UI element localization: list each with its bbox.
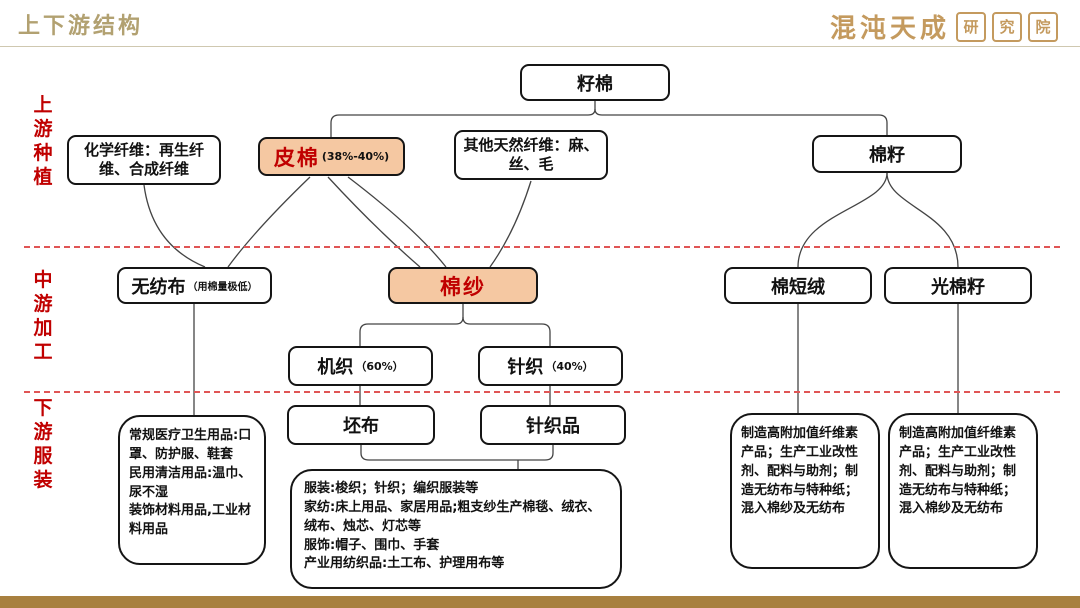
node-knitted: 针织 （40%） bbox=[478, 346, 623, 386]
node-cotton-linter: 棉短绒 bbox=[724, 267, 872, 304]
node-woven-label: 机织 bbox=[317, 357, 354, 378]
node-grey-fabric-label: 坯布 bbox=[343, 416, 379, 437]
node-delinted-seed: 光棉籽 bbox=[884, 267, 1032, 304]
node-nonwoven-note: （用棉量极低） bbox=[187, 282, 258, 293]
node-cotton-yarn: 棉纱 bbox=[388, 267, 538, 304]
node-lint-cotton-share: (38%-40%) bbox=[321, 150, 390, 163]
header-divider bbox=[0, 46, 1080, 47]
divider-midstream-downstream bbox=[24, 391, 1060, 393]
page-title: 上下游结构 bbox=[18, 14, 144, 39]
node-nonwoven: 无纺布 （用棉量极低） bbox=[117, 267, 272, 304]
node-woven: 机织 （60%） bbox=[288, 346, 433, 386]
node-cotton-seed-label: 棉籽 bbox=[869, 145, 905, 166]
node-chemical-fiber: 化学纤维：再生纤维、合成纤维 bbox=[67, 135, 221, 185]
footer-bar bbox=[0, 596, 1080, 608]
node-knitted-label: 针织 bbox=[507, 357, 544, 378]
node-delinted-seed-label: 光棉籽 bbox=[931, 276, 985, 298]
box-seed-products: 制造高附加值纤维素产品；生产工业改性剂、配料与助剂；制造无纺布与特种纸；混入棉纱… bbox=[888, 413, 1038, 569]
node-knitted-share: （40%） bbox=[545, 360, 594, 373]
stage-label-downstream: 下游服装 bbox=[33, 397, 53, 491]
logo-seal-char-2: 究 bbox=[992, 11, 1022, 42]
node-other-natural-fiber: 其他天然纤维：麻、丝、毛 bbox=[454, 130, 608, 180]
box-nonwoven-products: 常规医疗卫生用品:口罩、防护服、鞋套 民用清洁用品:温巾、尿不湿 装饰材料用品,… bbox=[118, 415, 266, 565]
node-lint-cotton-label: 皮棉 bbox=[273, 145, 320, 170]
divider-upstream-midstream bbox=[24, 246, 1060, 248]
box-fabric-products: 服装:梭织；针织；编织服装等 家纺:床上用品、家居用品;粗支纱生产棉毯、绒衣、绒… bbox=[290, 469, 622, 589]
node-other-natural-fiber-label: 其他天然纤维：麻、丝、毛 bbox=[463, 136, 599, 173]
node-nonwoven-label: 无纺布 bbox=[131, 276, 186, 298]
company-logo: 混沌天成 研 究 院 bbox=[830, 8, 1058, 45]
node-lint-cotton: 皮棉 (38%-40%) bbox=[258, 137, 405, 176]
node-knitted-goods: 针织品 bbox=[480, 405, 626, 445]
node-seed-cotton-label: 籽棉 bbox=[577, 73, 613, 95]
logo-seal-char-1: 研 bbox=[956, 11, 986, 42]
node-knitted-goods-label: 针织品 bbox=[526, 416, 580, 437]
node-chemical-fiber-label: 化学纤维：再生纤维、合成纤维 bbox=[83, 141, 204, 178]
box-linter-products: 制造高附加值纤维素产品；生产工业改性剂、配料与助剂；制造无纺布与特种纸；混入棉纱… bbox=[730, 413, 880, 569]
stage-label-upstream: 上游种植 bbox=[33, 94, 53, 188]
node-cotton-linter-label: 棉短绒 bbox=[771, 276, 825, 298]
node-seed-cotton: 籽棉 bbox=[520, 64, 670, 101]
node-cotton-seed: 棉籽 bbox=[812, 135, 962, 173]
node-grey-fabric: 坯布 bbox=[287, 405, 435, 445]
node-cotton-yarn-label: 棉纱 bbox=[440, 274, 486, 299]
logo-seal-char-3: 院 bbox=[1028, 11, 1058, 42]
node-woven-share: （60%） bbox=[355, 360, 404, 373]
logo-text: 混沌天成 bbox=[829, 14, 950, 44]
stage-label-midstream: 中游加工 bbox=[33, 269, 53, 363]
